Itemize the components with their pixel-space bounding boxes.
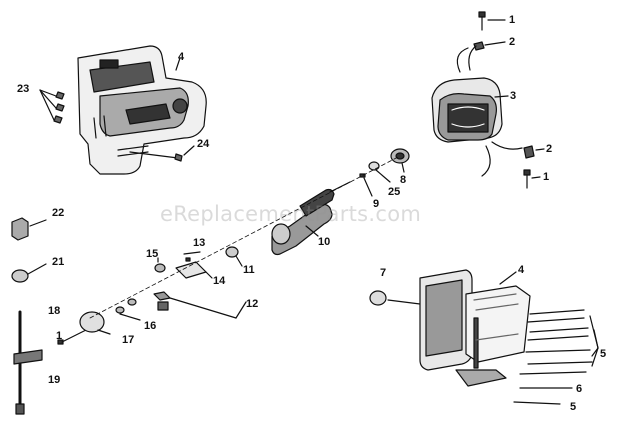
watermark: eReplacementParts.com [160,202,422,226]
button-part-7 [369,290,421,306]
callout-4-bottom: 4 [518,264,525,276]
callout-21: 21 [52,256,65,268]
callout-15: 15 [146,248,159,260]
screw-part-1-mid [523,169,541,189]
callout-24: 24 [197,138,210,150]
callout-14: 14 [213,275,226,287]
gear-part-11 [225,246,243,267]
callout-9: 9 [373,198,380,210]
brush-clip-part-2-mid [523,145,545,159]
callout-25: 25 [388,186,401,198]
callout-7: 7 [380,267,387,279]
callout-23: 23 [17,83,30,95]
bearing-part-15 [154,257,166,273]
callout-18: 18 [48,305,61,317]
callout-1-mid: 1 [543,171,550,183]
screws-part-23 [39,89,65,124]
assembly-axis-line [89,155,401,319]
callout-2-mid: 2 [546,143,553,155]
callout-5-bottom: 5 [570,401,577,413]
motor-field-part-3 [431,45,523,177]
callout-4-top: 4 [178,51,185,63]
spindle-part-12 [153,291,247,319]
plunger-part-18 [13,310,43,415]
callout-3: 3 [510,90,517,102]
knob-part-22 [11,217,47,241]
cam-part-17 [79,311,111,335]
callout-6: 6 [576,383,583,395]
callout-8: 8 [400,174,407,186]
pin-part-1-low [57,329,87,345]
callout-1-top: 1 [509,14,516,26]
screw-part-24 [129,145,195,162]
washer-part-25 [368,161,391,183]
callout-17: 17 [122,334,135,346]
callout-1-low: 1 [56,330,63,342]
housing-half-part-4-top [77,45,207,175]
housing-half-part-4-bottom [419,269,531,387]
callout-10: 10 [318,236,331,248]
armature-part-10 [271,181,351,256]
callout-16: 16 [144,320,157,332]
callout-19: 19 [48,374,61,386]
brush-clip-part-2-top [473,41,506,51]
callout-11: 11 [243,264,255,276]
key-part-9 [359,173,373,197]
callout-22: 22 [52,207,65,219]
screw-part-1-top [478,11,506,31]
callout-12: 12 [246,298,259,310]
callout-13: 13 [193,237,206,249]
bearing-part-8 [390,148,410,173]
callout-5-right: 5 [600,348,607,360]
callout-2-top: 2 [509,36,516,48]
pin-part-13 [183,251,201,262]
washer-part-16 [115,298,141,321]
bushing-part-21 [11,263,47,283]
lever-part-14 [175,261,213,279]
screws-part-5 [513,309,599,405]
